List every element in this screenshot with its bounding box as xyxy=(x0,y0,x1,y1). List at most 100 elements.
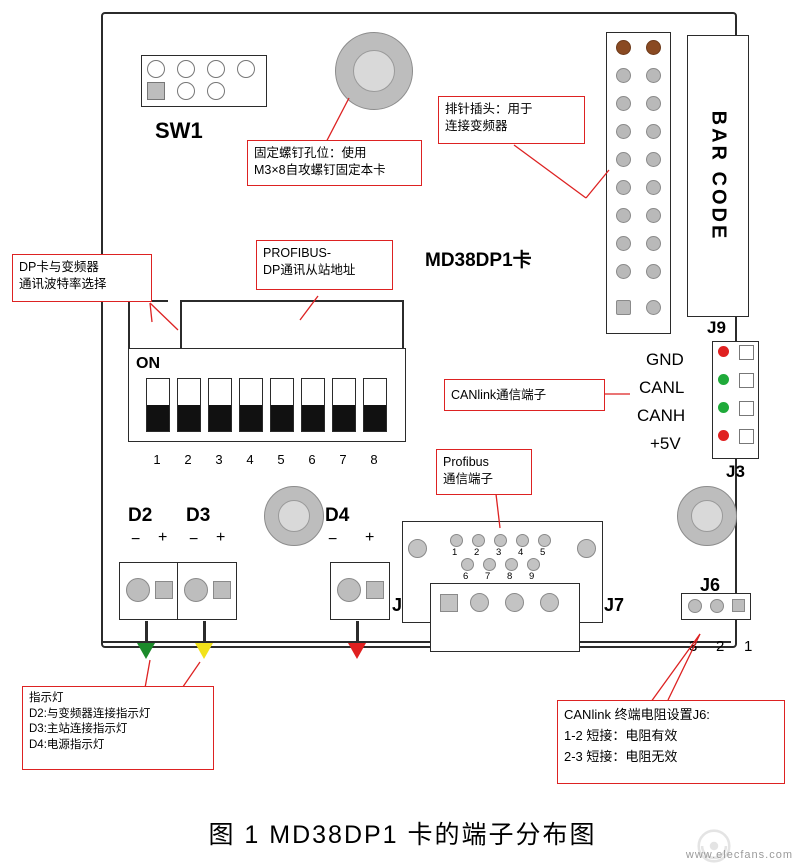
pin-header-pin xyxy=(646,96,661,111)
sw1-pad-6 xyxy=(207,82,225,100)
terminal-d4-screw xyxy=(337,578,361,602)
pin-header-pin xyxy=(646,236,661,251)
dip-cell-5[interactable] xyxy=(270,378,294,432)
callout-profibus-address-line1: PROFIBUS- xyxy=(263,246,332,260)
j9-label: J9 xyxy=(707,318,726,337)
callout-canlink-port: CANlink通信端子 xyxy=(444,379,605,411)
db9-number-8: 8 xyxy=(507,571,513,582)
callout-baud-line1: DP卡与变频器 xyxy=(19,260,99,274)
callout-canlink-resistor-title: CANlink 终端电阻设置J6: xyxy=(564,707,710,722)
db9-number-7: 7 xyxy=(485,571,491,582)
db9-mount-left xyxy=(408,539,427,558)
d4-label: D4 xyxy=(325,505,350,526)
pin-header-pin xyxy=(646,152,661,167)
db9-pin-4 xyxy=(516,534,529,547)
mounting-hole-top-inner xyxy=(353,50,395,92)
terminal-d2-screw xyxy=(126,578,150,602)
db9-pin-1 xyxy=(450,534,463,547)
j3-pad-2 xyxy=(739,373,754,388)
board-name-label: MD38DP1卡 xyxy=(425,250,532,271)
d4-minus: − xyxy=(328,531,338,548)
db9-number-9: 9 xyxy=(529,571,535,582)
callout-profibus-port: Profibus 通信端子 xyxy=(436,449,532,495)
barcode-area: BAR CODE xyxy=(687,35,749,317)
j7-label: J7 xyxy=(604,595,625,615)
db9-number-6: 6 xyxy=(463,571,469,582)
callout-screw-hole: 固定螺钉孔位：使用 M3×8自攻螺钉固定本卡 xyxy=(247,140,422,186)
callout-pin-header: 排针插头：用于 连接变频器 xyxy=(438,96,585,144)
dip-number-3: 3 xyxy=(215,452,223,467)
pin-header-pin xyxy=(646,68,661,83)
j6-number-2: 2 xyxy=(716,638,725,655)
pin-header-pin xyxy=(616,208,631,223)
callout-leds: 指示灯 D2:与变频器连接指示灯 D3:主站连接指示灯 D4:电源指示灯 xyxy=(22,686,214,770)
j3-pad-1 xyxy=(739,345,754,360)
dip-number-7: 7 xyxy=(339,452,347,467)
dip-cell-2[interactable] xyxy=(177,378,201,432)
db9-mount-right xyxy=(577,539,596,558)
sw1-pad-5 xyxy=(207,60,225,78)
callout-leds-d4: D4:电源指示灯 xyxy=(29,738,105,751)
sw1-pad-4 xyxy=(177,82,195,100)
callout-canlink-resistor-line3: 2-3 短接：电阻无效 xyxy=(564,748,678,764)
j6-label: J6 xyxy=(700,575,721,595)
callout-canlink-resistor: CANlink 终端电阻设置J6: 1-2 短接：电阻有效 2-3 短接：电阻无… xyxy=(557,700,785,784)
d2-minus: − xyxy=(131,531,141,548)
sw1-pad-3 xyxy=(177,60,195,78)
mounting-hole-bottom-left-inner xyxy=(278,500,310,532)
callout-baud: DP卡与变频器 通讯波特率选择 xyxy=(12,254,152,302)
db9-shell-pad-1 xyxy=(440,594,458,612)
led-d3 xyxy=(195,643,213,659)
j3-pad-4 xyxy=(739,429,754,444)
callout-screw-hole-line1: 固定螺钉孔位：使用 xyxy=(254,146,367,160)
dip-bracket-right-v2 xyxy=(402,300,404,348)
db9-pin-9 xyxy=(527,558,540,571)
callout-canlink-resistor-line2: 1-2 短接：电阻有效 xyxy=(564,727,678,743)
db9-skirt xyxy=(430,621,580,652)
pin-header-pin-1 xyxy=(616,300,631,315)
callout-profibus-address-line2: DP通讯从站地址 xyxy=(263,262,356,277)
db9-shell-pad-3 xyxy=(505,593,524,612)
terminal-d3-pad xyxy=(213,581,231,599)
dip-cell-4[interactable] xyxy=(239,378,263,432)
d2-plus: + xyxy=(158,529,168,546)
dip-bracket-right xyxy=(180,300,404,302)
j6-pad-3 xyxy=(688,599,702,613)
db9-pin-3 xyxy=(494,534,507,547)
db9-number-3: 3 xyxy=(496,547,502,558)
dip-cell-8[interactable] xyxy=(363,378,387,432)
callout-screw-hole-line2: M3×8自攻螺钉固定本卡 xyxy=(254,162,386,177)
dip-number-5: 5 xyxy=(277,452,285,467)
j3-dot-gnd xyxy=(718,346,729,357)
pin-header-pin xyxy=(616,236,631,251)
led-d2-stem xyxy=(145,621,148,643)
pin-header-pin xyxy=(646,300,661,315)
dip-number-2: 2 xyxy=(184,452,192,467)
callout-leds-d3: D3:主站连接指示灯 xyxy=(29,723,128,736)
j6-number-3: 3 xyxy=(689,638,698,655)
terminal-d2-pad xyxy=(155,581,173,599)
dip-switch[interactable] xyxy=(128,348,406,442)
led-d2 xyxy=(137,643,155,659)
dip-bracket-left-v xyxy=(128,300,130,348)
pin-header-pin xyxy=(616,180,631,195)
dip-cell-6[interactable] xyxy=(301,378,325,432)
j3-pin-label-gnd: GND xyxy=(646,350,684,369)
dip-cell-7[interactable] xyxy=(332,378,356,432)
d4-plus: + xyxy=(365,529,375,546)
db9-pin-8 xyxy=(505,558,518,571)
dip-number-8: 8 xyxy=(370,452,378,467)
j6-number-1: 1 xyxy=(744,638,753,655)
j3-dot-canl xyxy=(718,374,729,385)
dip-cell-1[interactable] xyxy=(146,378,170,432)
d2-label: D2 xyxy=(128,505,153,526)
d3-minus: − xyxy=(189,531,199,548)
sw1-label: SW1 xyxy=(155,118,203,143)
dip-on-label: ON xyxy=(136,355,160,372)
sw1-pad-7 xyxy=(237,60,255,78)
led-d4 xyxy=(348,643,366,659)
db9-shell-pad-2 xyxy=(470,593,489,612)
dip-cell-3[interactable] xyxy=(208,378,232,432)
sw1-pad-2 xyxy=(147,60,165,78)
j3-pad-3 xyxy=(739,401,754,416)
